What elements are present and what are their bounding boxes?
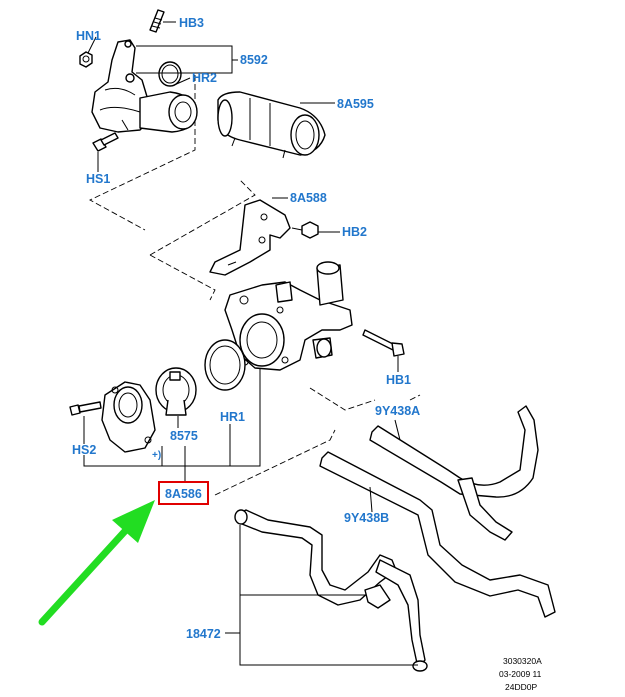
label-8a586: 8A586	[165, 487, 202, 501]
bracket-8a588	[209, 199, 291, 276]
label-hb3: HB3	[179, 16, 204, 30]
reference-block: 3030320A 03-2009 11 24DD0P	[499, 656, 542, 692]
o-ring-hr2	[158, 61, 182, 87]
label-hn1: HN1	[76, 29, 101, 43]
bolt-hb1	[362, 329, 405, 357]
reference-code: 3030320A	[503, 656, 542, 666]
label-hr1: HR1	[220, 410, 245, 424]
label-hs2: HS2	[72, 443, 96, 457]
label-hb1: HB1	[386, 373, 411, 387]
reference-date: 03-2009 11	[499, 669, 542, 679]
label-plus-marker: +)	[152, 450, 161, 461]
label-18472: 18472	[186, 627, 221, 641]
label-hs1: HS1	[86, 172, 110, 186]
label-9y438a: 9Y438A	[375, 404, 420, 418]
thermostat-cover	[101, 381, 156, 453]
label-8592: 8592	[240, 53, 268, 67]
hose-9y438a	[369, 405, 539, 541]
nut-hn1	[79, 51, 93, 68]
hose-9y438b	[319, 451, 556, 618]
green-arrow-icon	[38, 500, 155, 626]
thermostat-8575	[155, 367, 197, 416]
hose-18472	[234, 509, 428, 672]
part-labels: HN1 HB3 8592 HR2 8A595 HS1 8A588 HB2 HB1…	[72, 16, 420, 641]
stud-hb3	[149, 9, 165, 33]
reference-suffix: 24DD0P	[505, 682, 537, 692]
bolt-hs2	[69, 401, 102, 416]
bolt-hs1	[92, 132, 119, 152]
bolt-hb2	[291, 221, 319, 239]
label-9y438b: 9Y438B	[344, 511, 389, 525]
hose-8a595	[217, 91, 326, 159]
label-hr2: HR2	[192, 71, 217, 85]
gasket-hr1	[204, 339, 246, 391]
highlight-box	[158, 481, 209, 505]
thermostat-housing	[224, 261, 353, 371]
label-hb2: HB2	[342, 225, 367, 239]
leader-lines	[83, 21, 418, 666]
label-8575: 8575	[170, 429, 198, 443]
label-8a588: 8A588	[290, 191, 327, 205]
outlet-housing-8592	[91, 39, 198, 133]
label-8a595: 8A595	[337, 97, 374, 111]
